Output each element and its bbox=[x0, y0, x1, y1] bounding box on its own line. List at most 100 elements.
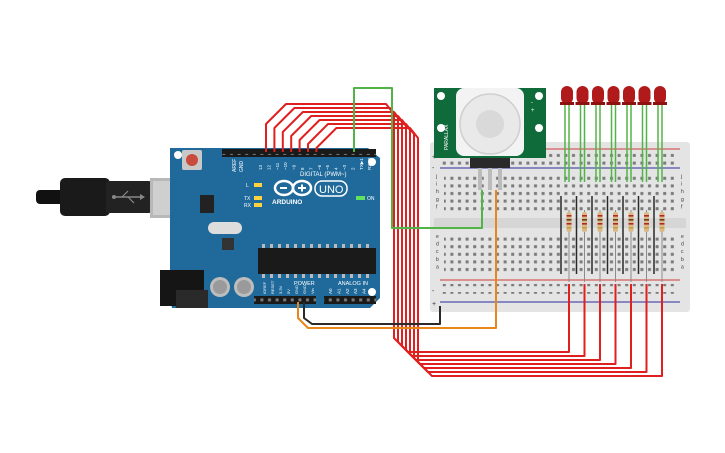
tx-led bbox=[254, 196, 262, 200]
led bbox=[623, 86, 635, 104]
row-letter: d bbox=[681, 242, 684, 248]
analog-pin-label: A5 bbox=[370, 288, 375, 294]
power-pin-label: 5V bbox=[286, 289, 291, 294]
pir-sensor: PARALLAX - + bbox=[434, 88, 546, 190]
resistor-band bbox=[644, 227, 649, 229]
digital-pin-label: 13 bbox=[258, 164, 263, 170]
resistor-band bbox=[566, 227, 572, 229]
crystal bbox=[208, 222, 242, 234]
led-rim bbox=[560, 102, 574, 105]
row-letter: i bbox=[681, 182, 682, 188]
digital-pin-label: ~10 bbox=[283, 162, 288, 170]
analog-pin-label: A4 bbox=[362, 288, 367, 294]
digital-pin-label: 8 bbox=[300, 167, 305, 170]
aref-label: AREF bbox=[232, 159, 238, 172]
power-pin-label: RESET bbox=[270, 280, 275, 294]
resistor-band bbox=[628, 215, 634, 217]
row-letter: a bbox=[436, 264, 439, 270]
sensor-pin-plus: + bbox=[531, 108, 535, 114]
on-led bbox=[356, 196, 365, 200]
resistor-band bbox=[644, 223, 649, 225]
wire-red-digital bbox=[315, 127, 663, 377]
wires bbox=[265, 87, 663, 377]
row-letter: g bbox=[681, 197, 684, 203]
analog-pin-label: A0 bbox=[328, 288, 333, 294]
resistor-band bbox=[613, 219, 618, 221]
row-letter: a bbox=[681, 264, 684, 270]
analog-pin-label: A3 bbox=[353, 288, 358, 294]
row-letter: j bbox=[435, 174, 437, 180]
digital-pin-label: ~3 bbox=[342, 164, 347, 170]
led bbox=[561, 86, 573, 104]
sensor-brand: PARALLAX bbox=[444, 124, 450, 150]
digital-pin-label: ~11 bbox=[275, 162, 280, 170]
reset-button[interactable] bbox=[182, 150, 202, 170]
resistor-band bbox=[566, 223, 572, 225]
row-letter: f bbox=[681, 204, 683, 210]
resistor-band bbox=[659, 227, 665, 229]
row-letter: f bbox=[436, 204, 438, 210]
digital-pin-label: ~5 bbox=[325, 164, 330, 170]
digital-header-label: DIGITAL (PWM~) bbox=[300, 172, 347, 178]
atmega-chip bbox=[258, 248, 376, 274]
resistor-band bbox=[597, 215, 603, 217]
brand-label: ARDUINO bbox=[272, 199, 302, 206]
led-array bbox=[560, 86, 667, 282]
resistor-band bbox=[597, 223, 603, 225]
resistor-band bbox=[613, 223, 618, 225]
row-letter: c bbox=[436, 249, 439, 255]
row-letter: b bbox=[681, 257, 684, 263]
row-letter: h bbox=[436, 189, 439, 195]
led-rim bbox=[606, 102, 621, 105]
rx-led bbox=[254, 203, 262, 207]
pir-pin-gnd bbox=[478, 168, 482, 190]
gnd-label: GND bbox=[239, 161, 245, 173]
digital-pin-label: 2 bbox=[350, 167, 355, 170]
digital-pin-label: RX◀0 bbox=[367, 157, 372, 170]
row-letter: e bbox=[436, 234, 439, 240]
resistor-band bbox=[659, 219, 665, 221]
resistor-band bbox=[644, 219, 649, 221]
arduino-logo bbox=[273, 179, 313, 197]
resistor-band bbox=[582, 223, 587, 225]
led bbox=[592, 86, 604, 104]
power-header-label: POWER bbox=[294, 281, 315, 287]
resistor-band bbox=[566, 215, 572, 217]
power-pin-label: GND bbox=[302, 285, 307, 294]
digital-pin-label: 12 bbox=[266, 164, 271, 170]
resistor-band bbox=[582, 219, 587, 221]
analog-pin-label: A1 bbox=[336, 288, 341, 294]
usb-icon bbox=[112, 190, 145, 204]
analog-pin-label: A2 bbox=[345, 288, 350, 294]
row-letter: h bbox=[681, 189, 684, 195]
analog-header-label: ANALOG IN bbox=[338, 281, 368, 287]
led bbox=[576, 86, 589, 104]
resistor-band bbox=[613, 227, 618, 229]
resistor-band bbox=[628, 219, 634, 221]
row-letter: c bbox=[681, 249, 684, 255]
digital-pin-label: 7 bbox=[308, 167, 313, 170]
usb-chip bbox=[222, 238, 234, 250]
rail-plus-label-bottom: + bbox=[432, 301, 436, 308]
l-label: L bbox=[246, 183, 249, 189]
resistor-band bbox=[613, 215, 618, 217]
resistor-band bbox=[659, 215, 665, 217]
resistor-band bbox=[628, 227, 634, 229]
row-letter: b bbox=[436, 257, 439, 263]
digital-pin-label: ~6 bbox=[317, 164, 322, 170]
led-rim bbox=[653, 102, 667, 105]
power-pin-label: GND bbox=[294, 285, 299, 294]
digital-pin-label: TX▶1 bbox=[359, 158, 364, 170]
row-letter: g bbox=[436, 197, 439, 203]
resistor-band bbox=[659, 223, 665, 225]
wire-black-gnd bbox=[303, 302, 441, 325]
on-label: ON bbox=[367, 196, 375, 202]
led-rim bbox=[591, 102, 605, 105]
rx-label: RX bbox=[244, 203, 252, 209]
resistor-band bbox=[582, 227, 587, 229]
resistor-band bbox=[644, 215, 649, 217]
